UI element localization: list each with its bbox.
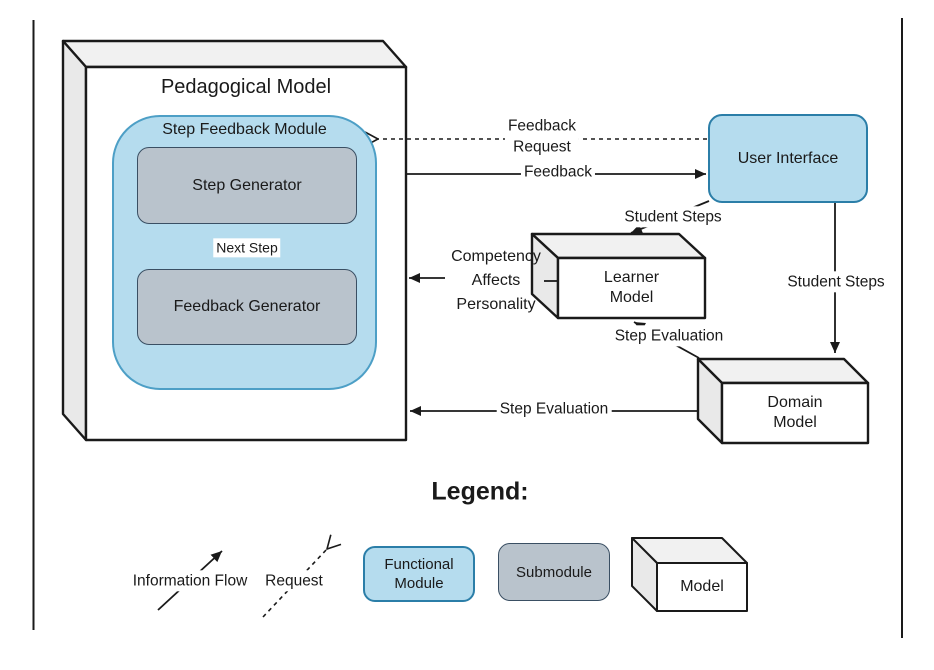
domain-model-line1: Domain bbox=[767, 394, 823, 411]
feedback-label: Feedback bbox=[520, 161, 596, 183]
feedback-request-label: Feedback Request bbox=[504, 115, 580, 159]
legend-information-flow-label: Information Flow bbox=[129, 570, 251, 592]
domain-model-label: Domain Model bbox=[722, 383, 868, 443]
legend-functional-module: Functional Module bbox=[363, 546, 475, 602]
feedback-generator-label: Feedback Generator bbox=[173, 298, 321, 315]
student-steps-domain-label: Student Steps bbox=[784, 271, 888, 293]
legend-model-label: Model bbox=[657, 563, 747, 611]
learner-model-label: Learner Model bbox=[558, 258, 705, 318]
legend-functional-module-line1: Functional bbox=[384, 555, 454, 573]
legend-functional-module-line2: Module bbox=[394, 575, 444, 592]
domain-model-line2: Model bbox=[773, 414, 817, 431]
learner-model-box bbox=[530, 232, 707, 320]
step-generator: Step Generator bbox=[137, 147, 357, 224]
step-evaluation-pedagogical-label: Step Evaluation bbox=[496, 398, 612, 420]
user-interface-label: User Interface bbox=[737, 149, 839, 167]
competency-line3: Personality bbox=[456, 296, 536, 313]
user-interface: User Interface bbox=[708, 114, 868, 203]
legend-submodule-label: Submodule bbox=[516, 563, 592, 581]
step-feedback-module-title: Step Feedback Module bbox=[162, 121, 327, 138]
step-generator-label: Step Generator bbox=[192, 176, 302, 194]
feedback-request-line1: Feedback bbox=[507, 117, 577, 135]
legend-submodule: Submodule bbox=[498, 543, 610, 601]
legend-model-box bbox=[631, 537, 748, 612]
learner-model-line1: Learner bbox=[603, 269, 660, 286]
legend-request-label: Request bbox=[262, 570, 326, 592]
step-evaluation-learner-label: Step Evaluation bbox=[611, 325, 727, 347]
competency-line2: Affects bbox=[471, 272, 521, 289]
legend-model-text: Model bbox=[680, 578, 724, 595]
student-steps-learner-label: Student Steps bbox=[621, 206, 725, 228]
competency-label: Competency Affects Personality bbox=[448, 245, 544, 317]
feedback-request-line2: Request bbox=[513, 139, 571, 156]
next-step-label: Next Step bbox=[213, 238, 281, 258]
learner-model-line2: Model bbox=[609, 289, 654, 306]
feedback-generator: Feedback Generator bbox=[137, 269, 357, 345]
competency-line1: Competency bbox=[451, 248, 541, 265]
legend-title: Legend: bbox=[431, 477, 529, 506]
pedagogical-model-title: Pedagogical Model bbox=[160, 76, 332, 98]
domain-model-box bbox=[696, 357, 870, 445]
